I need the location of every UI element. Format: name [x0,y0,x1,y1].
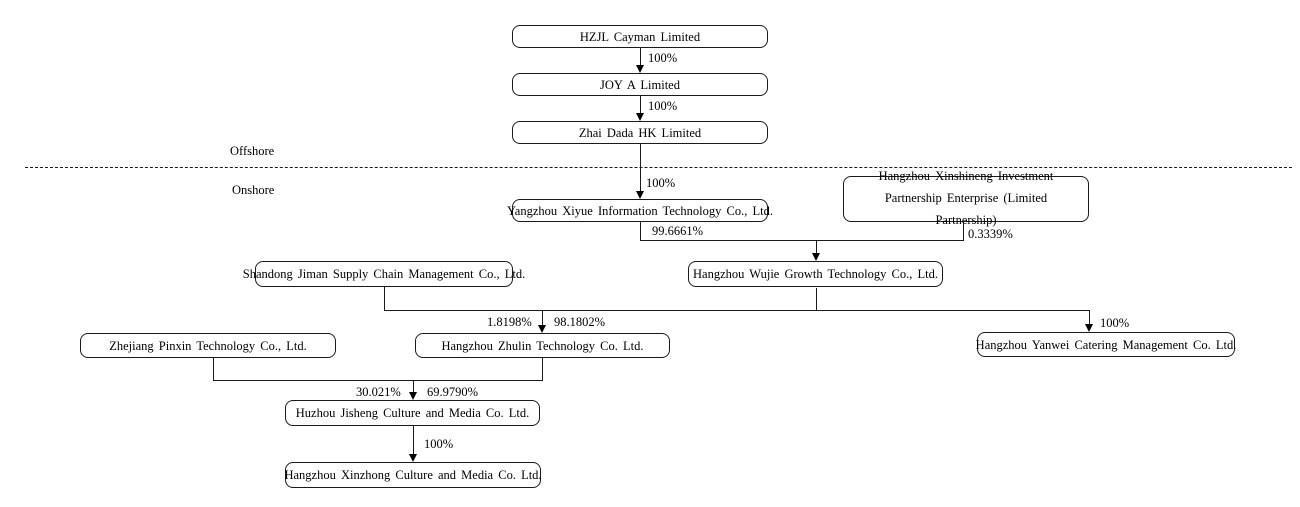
node-yangzhou-xiyue: Yangzhou Xiyue Information Technology Co… [507,199,773,222]
edge-pinxin-drop-line [213,358,214,380]
edge-zhai-yangzhou-line [640,144,641,192]
arrow-down-icon [409,454,417,462]
edge-zhai-yangzhou-label: 100% [646,176,676,190]
edge-joy-zhai-label: 100% [648,99,678,113]
edge-zhulin-yanwei-merge-line [384,310,1090,311]
edge-shandong-zhulin-label: 1.8198% [487,315,532,329]
edge-hzjl-joy-label: 100% [648,51,678,65]
onshore-region-label: Onshore [232,183,275,197]
arrow-down-icon [636,65,644,73]
node-hangzhou-yanwei: Hangzhou Yanwei Catering Management Co. … [976,332,1236,357]
edge-zhulin-jisheng-label: 69.9790% [427,385,479,399]
edge-zhulin-arrow-line [542,310,543,325]
edge-yangzhou-wujie-line [640,222,641,240]
edge-xinshineng-wujie-label: 0.3339% [968,227,1013,241]
edge-zhulin-drop-line [542,358,543,380]
node-hangzhou-wujie: Hangzhou Wujie Growth Technology Co., Lt… [688,261,943,287]
node-hangzhou-xinshineng: Hangzhou Xinshineng Investment Partnersh… [843,169,1089,227]
arrow-down-icon [636,191,644,199]
node-hzjl-cayman-limited: HZJL Cayman Limited [512,25,768,48]
edge-wujie-arrow-line [816,240,817,254]
node-joy-a-limited: JOY A Limited [512,73,768,96]
offshore-region-label: Offshore [230,144,275,158]
edge-jisheng-xinzhong-label: 100% [424,437,454,451]
node-zhai-dada-hk-limited: Zhai Dada HK Limited [512,121,768,144]
edge-yanwei-arrow-line [1089,310,1090,324]
edge-jisheng-arrow-line [413,380,414,392]
edge-jisheng-merge-line [213,380,543,381]
arrow-down-icon [538,325,546,333]
edge-xinshineng-wujie-line [963,222,964,240]
edge-wujie-yanwei-label: 100% [1100,316,1130,330]
arrow-down-icon [812,253,820,261]
edge-hzjl-joy-line [640,48,641,66]
node-hangzhou-zhulin: Hangzhou Zhulin Technology Co. Ltd. [415,333,670,358]
node-shandong-jiman: Shandong Jiman Supply Chain Management C… [243,261,525,287]
arrow-down-icon [409,392,417,400]
edge-wujie-drop-line [816,288,817,310]
edge-wujie-merge-line [640,240,964,241]
edge-shandong-drop-line [384,287,385,310]
arrow-down-icon [1085,324,1093,332]
edge-wujie-zhulin-label: 98.1802% [554,315,606,329]
edge-joy-zhai-line [640,96,641,114]
offshore-onshore-divider [25,167,1292,168]
node-zhejiang-pinxin: Zhejiang Pinxin Technology Co., Ltd. [80,333,336,358]
arrow-down-icon [636,113,644,121]
edge-jisheng-xinzhong-line [413,426,414,454]
edge-pinxin-jisheng-label: 30.021% [356,385,401,399]
node-hangzhou-xinzhong: Hangzhou Xinzhong Culture and Media Co. … [284,462,542,488]
node-huzhou-jisheng: Huzhou Jisheng Culture and Media Co. Ltd… [285,400,540,426]
edge-yangzhou-wujie-label: 99.6661% [652,224,704,238]
